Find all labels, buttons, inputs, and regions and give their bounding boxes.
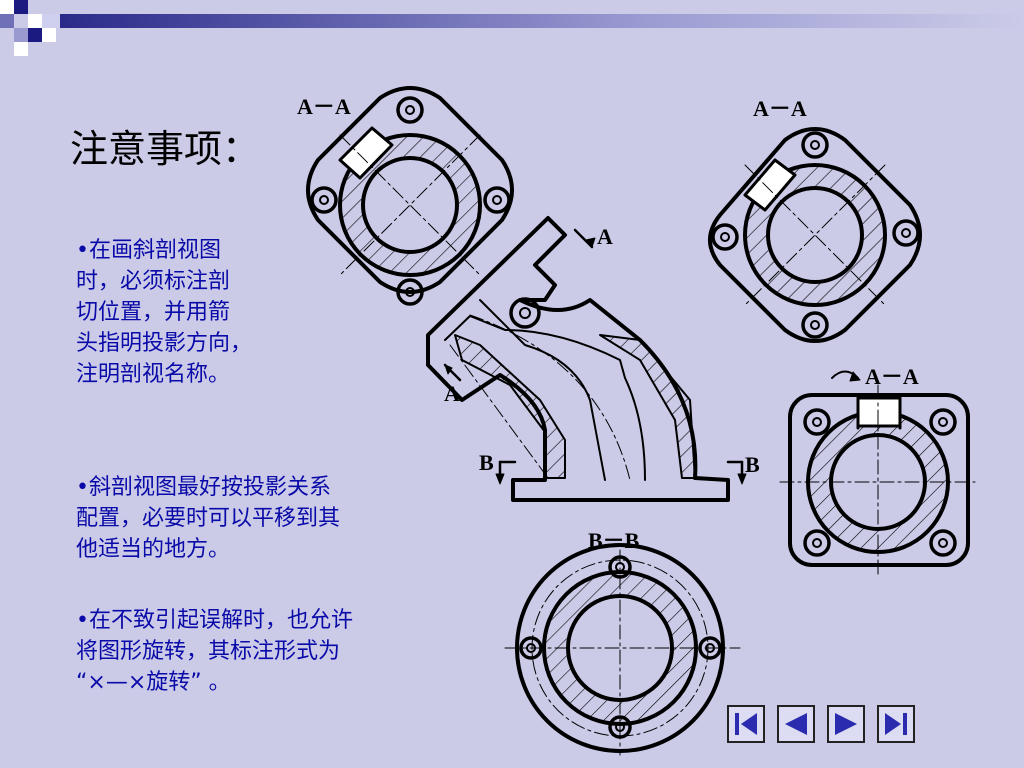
section-view-aa-rotated-3 [779,370,976,576]
next-slide-button[interactable] [827,705,865,743]
label-bb: B－B [588,528,640,553]
bullet-mark: • [76,475,89,500]
section-view-aa-rotated-1 [306,86,514,306]
bullet-1-line-4: 头指明投影方向， [76,331,253,356]
corner-decoration [0,0,1024,56]
first-slide-button[interactable] [727,705,765,743]
bullet-mark: • [76,608,89,633]
bullet-3-line-2: 将图形旋转，其标注形式为 [76,639,341,664]
slide-title: 注意事项： [70,127,261,171]
bullet-mark: • [76,238,89,263]
label-b-left: B [479,450,494,475]
section-view-aa-rotated-2 [708,127,922,343]
first-slide-icon [735,713,757,735]
previous-slide-button[interactable] [777,705,815,743]
bullet-1-line-3: 切位置，并用箭 [76,300,231,325]
bullet-text-3: •在不致引起误解时，也允许 将图形旋转，其标注形式为 “×—×旋转” 。 [76,605,436,698]
bullet-2-line-1: 斜剖视图最好按投影关系 [88,475,331,500]
label-aa-1: A－A [297,94,351,119]
label-a-top: A [597,224,613,249]
bullet-2-line-2: 配置，必要时可以平移到其 [76,506,341,531]
bullet-text-1: •在画斜剖视图 时，必须标注剖 切位置，并用箭 头指明投影方向， 注明剖视名称。 [76,235,316,390]
last-slide-button[interactable] [877,705,915,743]
last-slide-icon [885,713,907,735]
bullet-2-line-3: 他适当的地方。 [76,537,231,562]
section-view-bb [504,543,741,756]
bullet-1-line-2: 时，必须标注剖 [76,269,231,294]
previous-slide-icon [785,713,807,735]
label-a-bottom: A [444,381,460,406]
bullet-3-line-1: 在不致引起误解时，也允许 [88,608,353,633]
bullet-1-line-5: 注明剖视名称。 [76,362,231,387]
bullet-1-line-1: 在画斜剖视图 [88,238,221,263]
label-b-right: B [745,452,760,477]
label-aa-2: A－A [753,96,807,121]
bullet-3-line-3: “×—×旋转” 。 [76,670,231,695]
next-slide-icon [835,713,857,735]
label-aa-3: A－A [865,364,919,389]
bullet-text-2: •斜剖视图最好按投影关系 配置，必要时可以平移到其 他适当的地方。 [76,472,436,565]
main-view-bent-pipe [426,216,747,502]
